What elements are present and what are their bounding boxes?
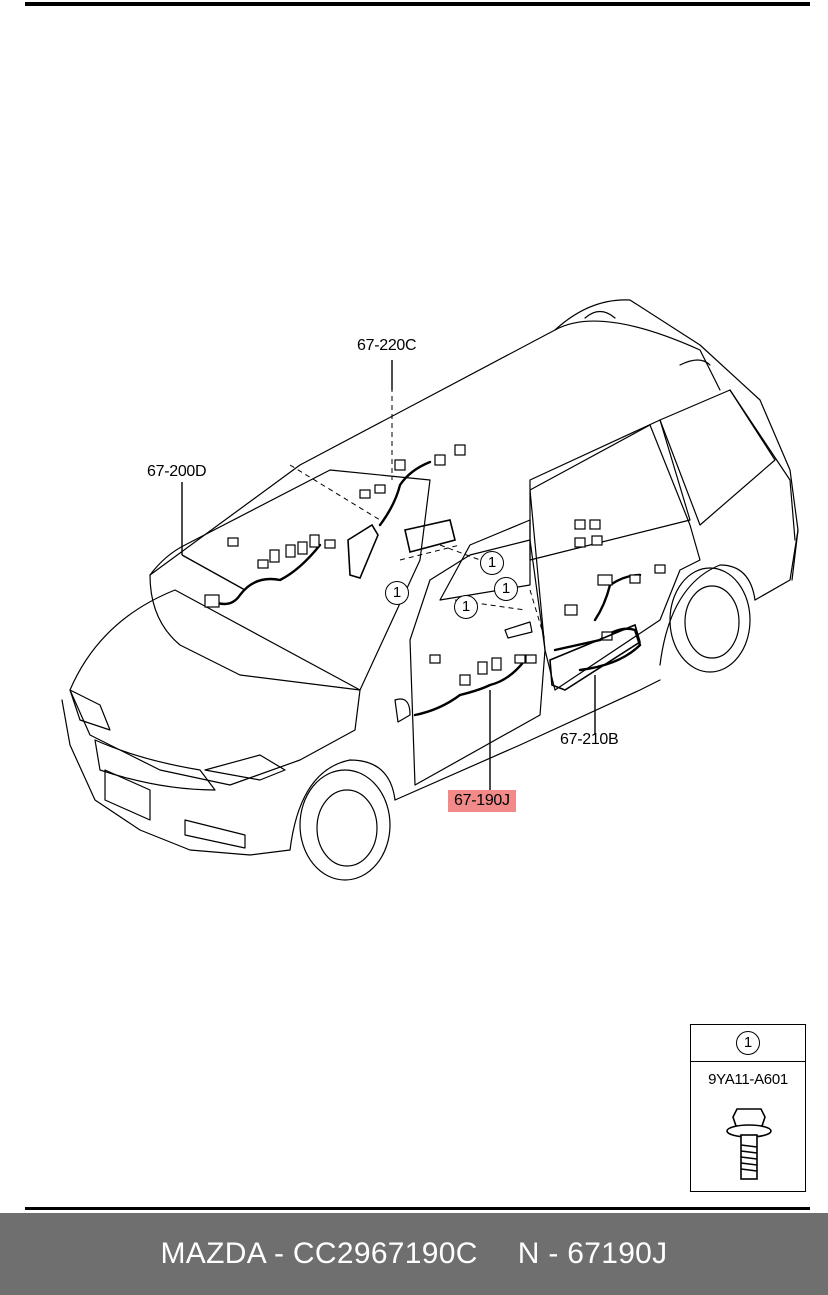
callout-67-210B: 67-210B xyxy=(560,731,619,748)
rear-pillar xyxy=(729,389,796,541)
front-door-outline xyxy=(409,539,546,786)
footer-reference: N - 67190J xyxy=(517,1237,668,1270)
fog-light xyxy=(184,819,246,849)
front-bumper xyxy=(61,699,291,856)
rear-wheel xyxy=(669,567,751,673)
vehicle-roof-outline xyxy=(149,299,799,581)
front-wheel-hub xyxy=(316,789,378,867)
harness-67-200D xyxy=(208,543,322,606)
roof-console-bracket xyxy=(404,519,456,553)
rocker-panel xyxy=(394,679,661,801)
footer-caption: MAZDA - CC2967190C N - 67190J xyxy=(0,1237,828,1271)
footer-part-number: MAZDA - CC2967190C xyxy=(160,1237,478,1270)
callout-67-190J: 67-190J xyxy=(448,790,516,812)
quarter-window xyxy=(659,389,776,526)
parts-legend: 1 9YA11-A601 xyxy=(690,1024,806,1192)
top-rule xyxy=(25,2,810,6)
rear-door-outline xyxy=(529,424,701,691)
rear-bumper xyxy=(754,529,799,601)
hood-outline xyxy=(69,589,361,786)
harness-67-220C xyxy=(378,460,432,527)
fastener-marker: 1 xyxy=(480,551,504,575)
callout-67-220C: 67-220C xyxy=(357,337,417,354)
front-wheel-arch xyxy=(289,759,396,851)
roof-spoiler xyxy=(584,310,711,366)
license-plate xyxy=(104,769,151,821)
windshield-outline xyxy=(149,469,431,691)
fastener-marker: 1 xyxy=(385,581,409,605)
fastener-marker: 1 xyxy=(494,577,518,601)
legend-header: 1 xyxy=(691,1025,805,1062)
footer-bar: MAZDA - CC2967190C N - 67190J xyxy=(0,1213,828,1295)
front-door-trim-bracket xyxy=(347,523,379,579)
vehicle-roof-rear xyxy=(554,320,721,391)
rear-wheel-hub xyxy=(684,585,740,659)
legend-part-number: 9YA11-A601 xyxy=(708,1071,788,1088)
mirror xyxy=(394,698,411,723)
side-window-rear xyxy=(529,419,691,561)
front-grille xyxy=(94,739,216,791)
door-handle xyxy=(504,621,533,639)
headlight-right xyxy=(204,754,286,781)
legend-marker: 1 xyxy=(736,1031,760,1055)
rear-wheel-arch xyxy=(659,564,756,666)
bolt-icon xyxy=(726,1108,772,1180)
rear-door-trim-bracket xyxy=(549,623,641,691)
fastener-marker: 1 xyxy=(454,595,478,619)
bottom-rule xyxy=(25,1207,810,1210)
harness-67-190J xyxy=(413,658,527,717)
front-wheel xyxy=(299,769,391,881)
callout-67-200D: 67-200D xyxy=(147,463,207,480)
headlight-left xyxy=(69,689,111,731)
